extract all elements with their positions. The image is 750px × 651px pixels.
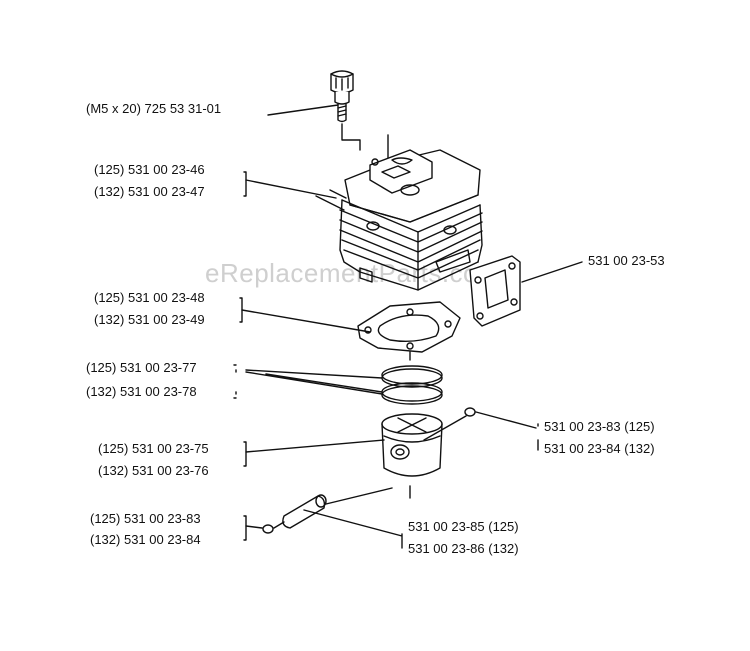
label-circlip-right-132: 531 00 23-84 (132) [544, 441, 655, 456]
circlip-right-leader [475, 411, 539, 451]
label-piston-132: (132) 531 00 23-76 [98, 463, 209, 478]
pin-axis-right [423, 415, 467, 441]
label-muffler-gasket: 531 00 23-53 [588, 253, 665, 268]
label-cylinder-132: (132) 531 00 23-47 [94, 184, 205, 199]
piston-part [381, 413, 443, 477]
label-circlip-left-132: (132) 531 00 23-84 [90, 532, 201, 547]
piston-bracket [243, 441, 247, 467]
ring-bracket [233, 364, 237, 399]
cyl-bracket [243, 171, 247, 197]
pin-axis-left [325, 487, 393, 505]
label-cylinder-125: (125) 531 00 23-46 [94, 162, 205, 177]
label-circlip-right-125: 531 00 23-83 (125) [544, 419, 655, 434]
circlip-left-leader [245, 521, 285, 529]
ring-leaders [245, 369, 383, 395]
label-screw: (M5 x 20) 725 53 31-01 [86, 101, 222, 116]
circlip-left-bracket [243, 515, 247, 541]
piston-rings-part [381, 365, 443, 405]
cyl-leader-b [315, 189, 347, 211]
circlip-left-part [262, 524, 274, 534]
pin-leader [303, 509, 403, 549]
cyl-leader-a [245, 179, 337, 199]
label-gasket-125: (125) 531 00 23-48 [94, 290, 205, 305]
muffler-leader [521, 261, 583, 283]
screw-axis [341, 123, 361, 151]
label-ring-132: (132) 531 00 23-78 [86, 384, 197, 399]
label-piston-125: (125) 531 00 23-75 [98, 441, 209, 456]
cylinder-gasket-part [357, 301, 461, 353]
cylinder-part [339, 149, 483, 291]
piston-pin-part [282, 494, 327, 529]
muffler-gasket-part [469, 255, 521, 327]
label-circlip-left-125: (125) 531 00 23-83 [90, 511, 201, 526]
screw-part [330, 70, 354, 123]
label-pin-125: 531 00 23-85 (125) [408, 519, 519, 534]
piston-leader [245, 439, 385, 453]
label-gasket-132: (132) 531 00 23-49 [94, 312, 205, 327]
circlip-right-part [464, 407, 476, 417]
label-ring-125: (125) 531 00 23-77 [86, 360, 197, 375]
gasket-leader [241, 309, 371, 333]
screw-leader [267, 104, 339, 116]
label-pin-132: 531 00 23-86 (132) [408, 541, 519, 556]
